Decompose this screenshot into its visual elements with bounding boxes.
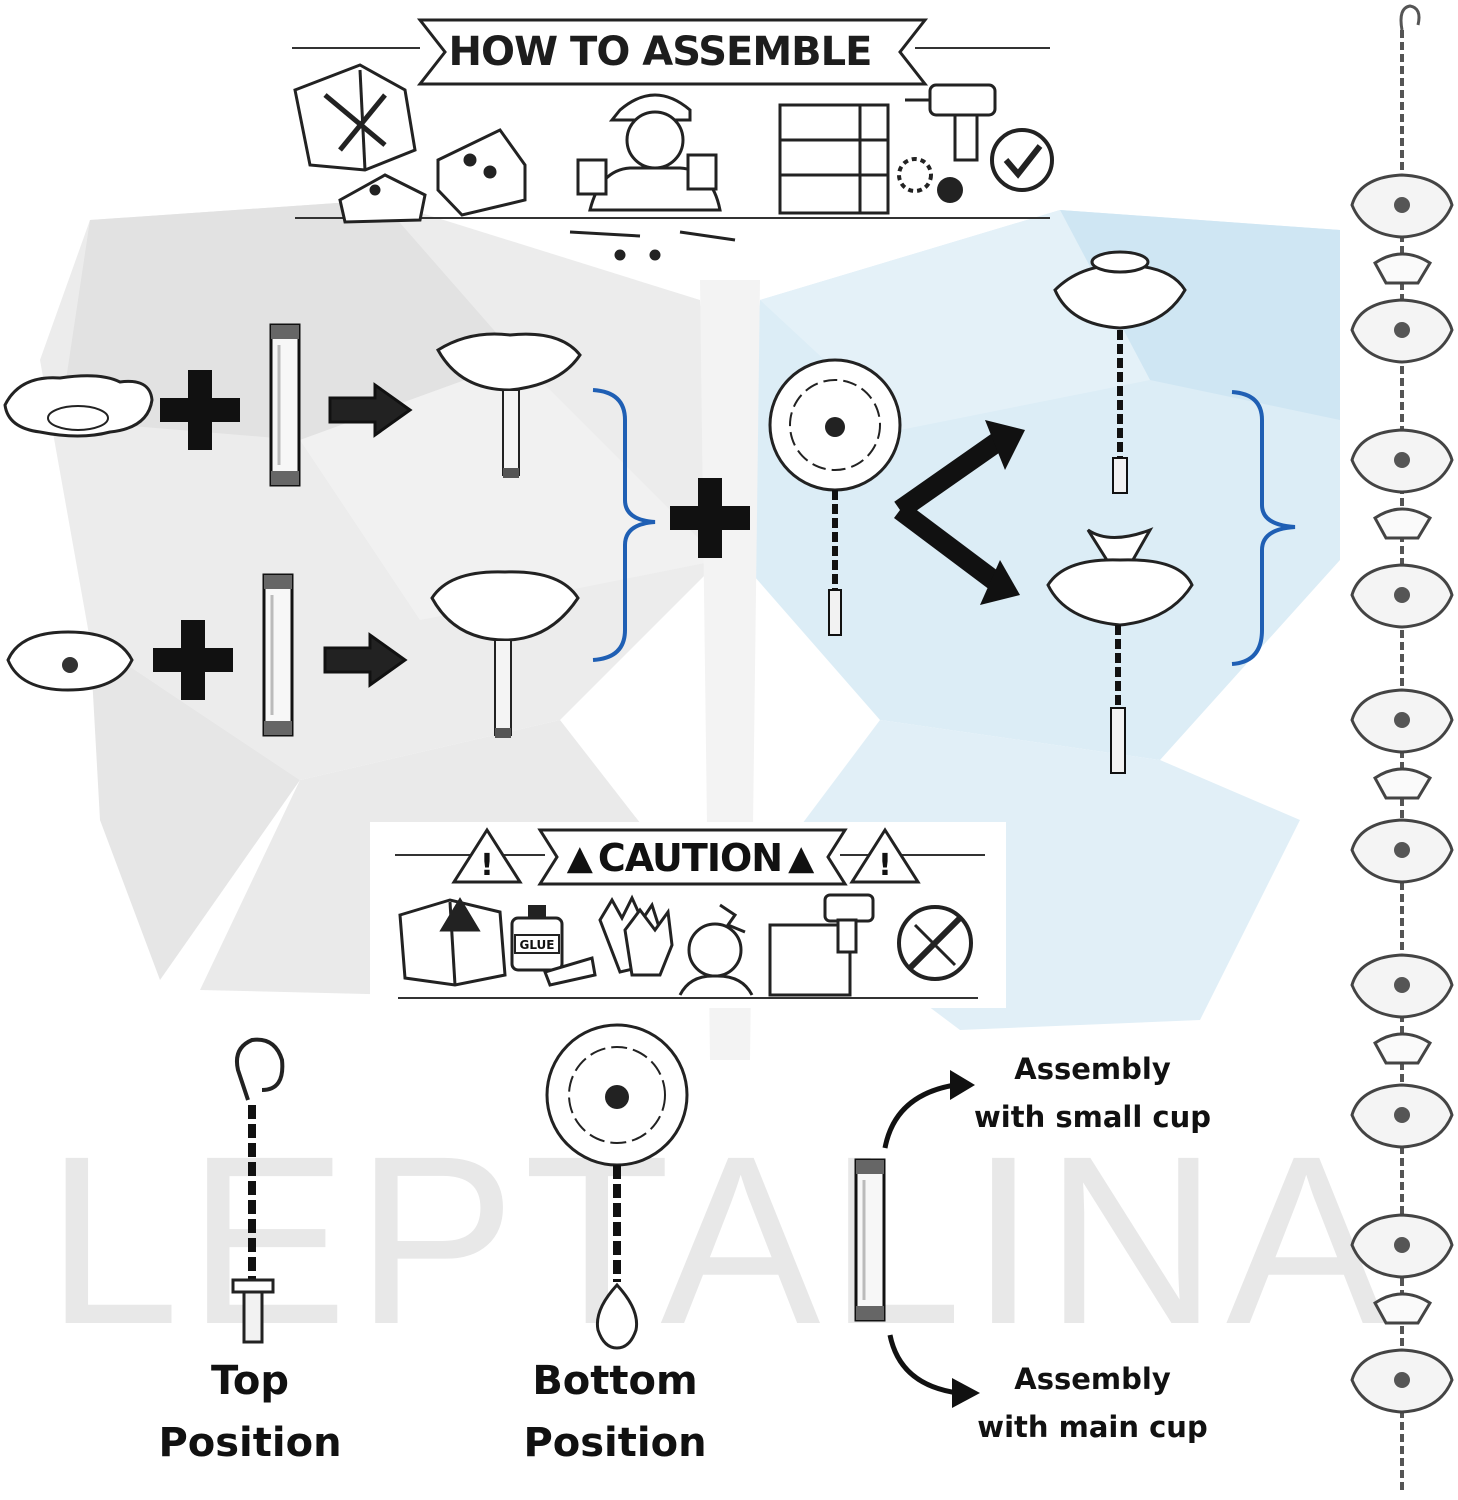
arrow-up-curve-icon — [882, 1070, 975, 1149]
main-cup-assembly-icon — [1046, 527, 1194, 774]
cup-icon — [3, 374, 154, 438]
gear-icon — [897, 157, 963, 203]
rain-chain-cup-center — [1394, 197, 1410, 213]
main-cup-assembly-label: Assembly with main cup — [977, 1362, 1208, 1444]
warning-icon: ! — [849, 827, 921, 884]
gloves-icon — [598, 894, 674, 977]
flower-chain-icon — [545, 1023, 689, 1350]
small-cup-assembly-label: Assembly with small cup — [974, 1052, 1211, 1134]
flower-chain-icon — [768, 358, 902, 636]
hook-chain-icon — [231, 1037, 285, 1344]
rain-chain-cup-center — [1394, 1237, 1410, 1253]
rain-chain-small-cup — [1373, 507, 1433, 540]
glue-icon: GLUE — [510, 905, 597, 987]
rain-chain-cup-center — [1394, 977, 1410, 993]
small-cup-assembly-icon — [1053, 250, 1187, 494]
injury-icon — [678, 903, 754, 996]
group-bracket — [592, 388, 656, 662]
split-arrow-icon — [894, 420, 1025, 605]
warning-icon: ! — [451, 827, 523, 884]
rain-chain-cup-center — [1394, 1107, 1410, 1123]
manual-warning-icon — [398, 897, 507, 987]
cup-with-pipe-icon — [436, 332, 582, 478]
rain-chain-small-cup — [1373, 767, 1433, 800]
arrow-down-curve-icon — [887, 1334, 980, 1408]
warning-icon: ▲ — [788, 838, 814, 878]
cup-icon — [6, 630, 134, 692]
check-icon — [990, 128, 1054, 192]
rain-chain-cup-center — [1394, 322, 1410, 338]
svg-text:!: ! — [480, 848, 494, 883]
rain-chain-cups — [1350, 173, 1454, 1414]
rain-chain-small-cup — [1373, 252, 1433, 285]
no-tools-icon — [897, 905, 973, 981]
tools-row-icon — [569, 230, 736, 261]
wrench-screwdriver-icon — [323, 93, 387, 152]
cup-with-pipe-icon — [430, 570, 580, 738]
rain-chain-cup-center — [1394, 1372, 1410, 1388]
rain-chain-cup-center — [1394, 712, 1410, 728]
drill-icon — [768, 893, 875, 997]
rain-chain-small-cup — [1373, 1292, 1433, 1325]
brand-watermark: LEPTALINA — [45, 1106, 1395, 1374]
caution-title: ▲ CAUTION ▲ — [566, 836, 814, 880]
group-bracket — [1231, 390, 1296, 666]
pipe-icon — [854, 1158, 886, 1322]
shelf-icon — [778, 103, 890, 215]
bottom-position-label: Bottom Position — [523, 1358, 707, 1466]
rain-chain-cup-center — [1394, 452, 1410, 468]
svg-text:!: ! — [878, 848, 892, 883]
warning-icon: ▲ — [566, 838, 593, 878]
drill-icon — [905, 83, 997, 162]
rain-chain-cup-center — [1394, 587, 1410, 603]
top-position-label: Top Position — [158, 1358, 342, 1466]
rain-chain-cup-center — [1394, 842, 1410, 858]
worker-icon — [576, 93, 722, 212]
page-title: HOW TO ASSEMBLE — [448, 29, 873, 75]
svg-text:GLUE: GLUE — [519, 938, 554, 952]
rain-chain-small-cup — [1373, 1032, 1433, 1065]
screw-box-icon — [338, 128, 527, 224]
